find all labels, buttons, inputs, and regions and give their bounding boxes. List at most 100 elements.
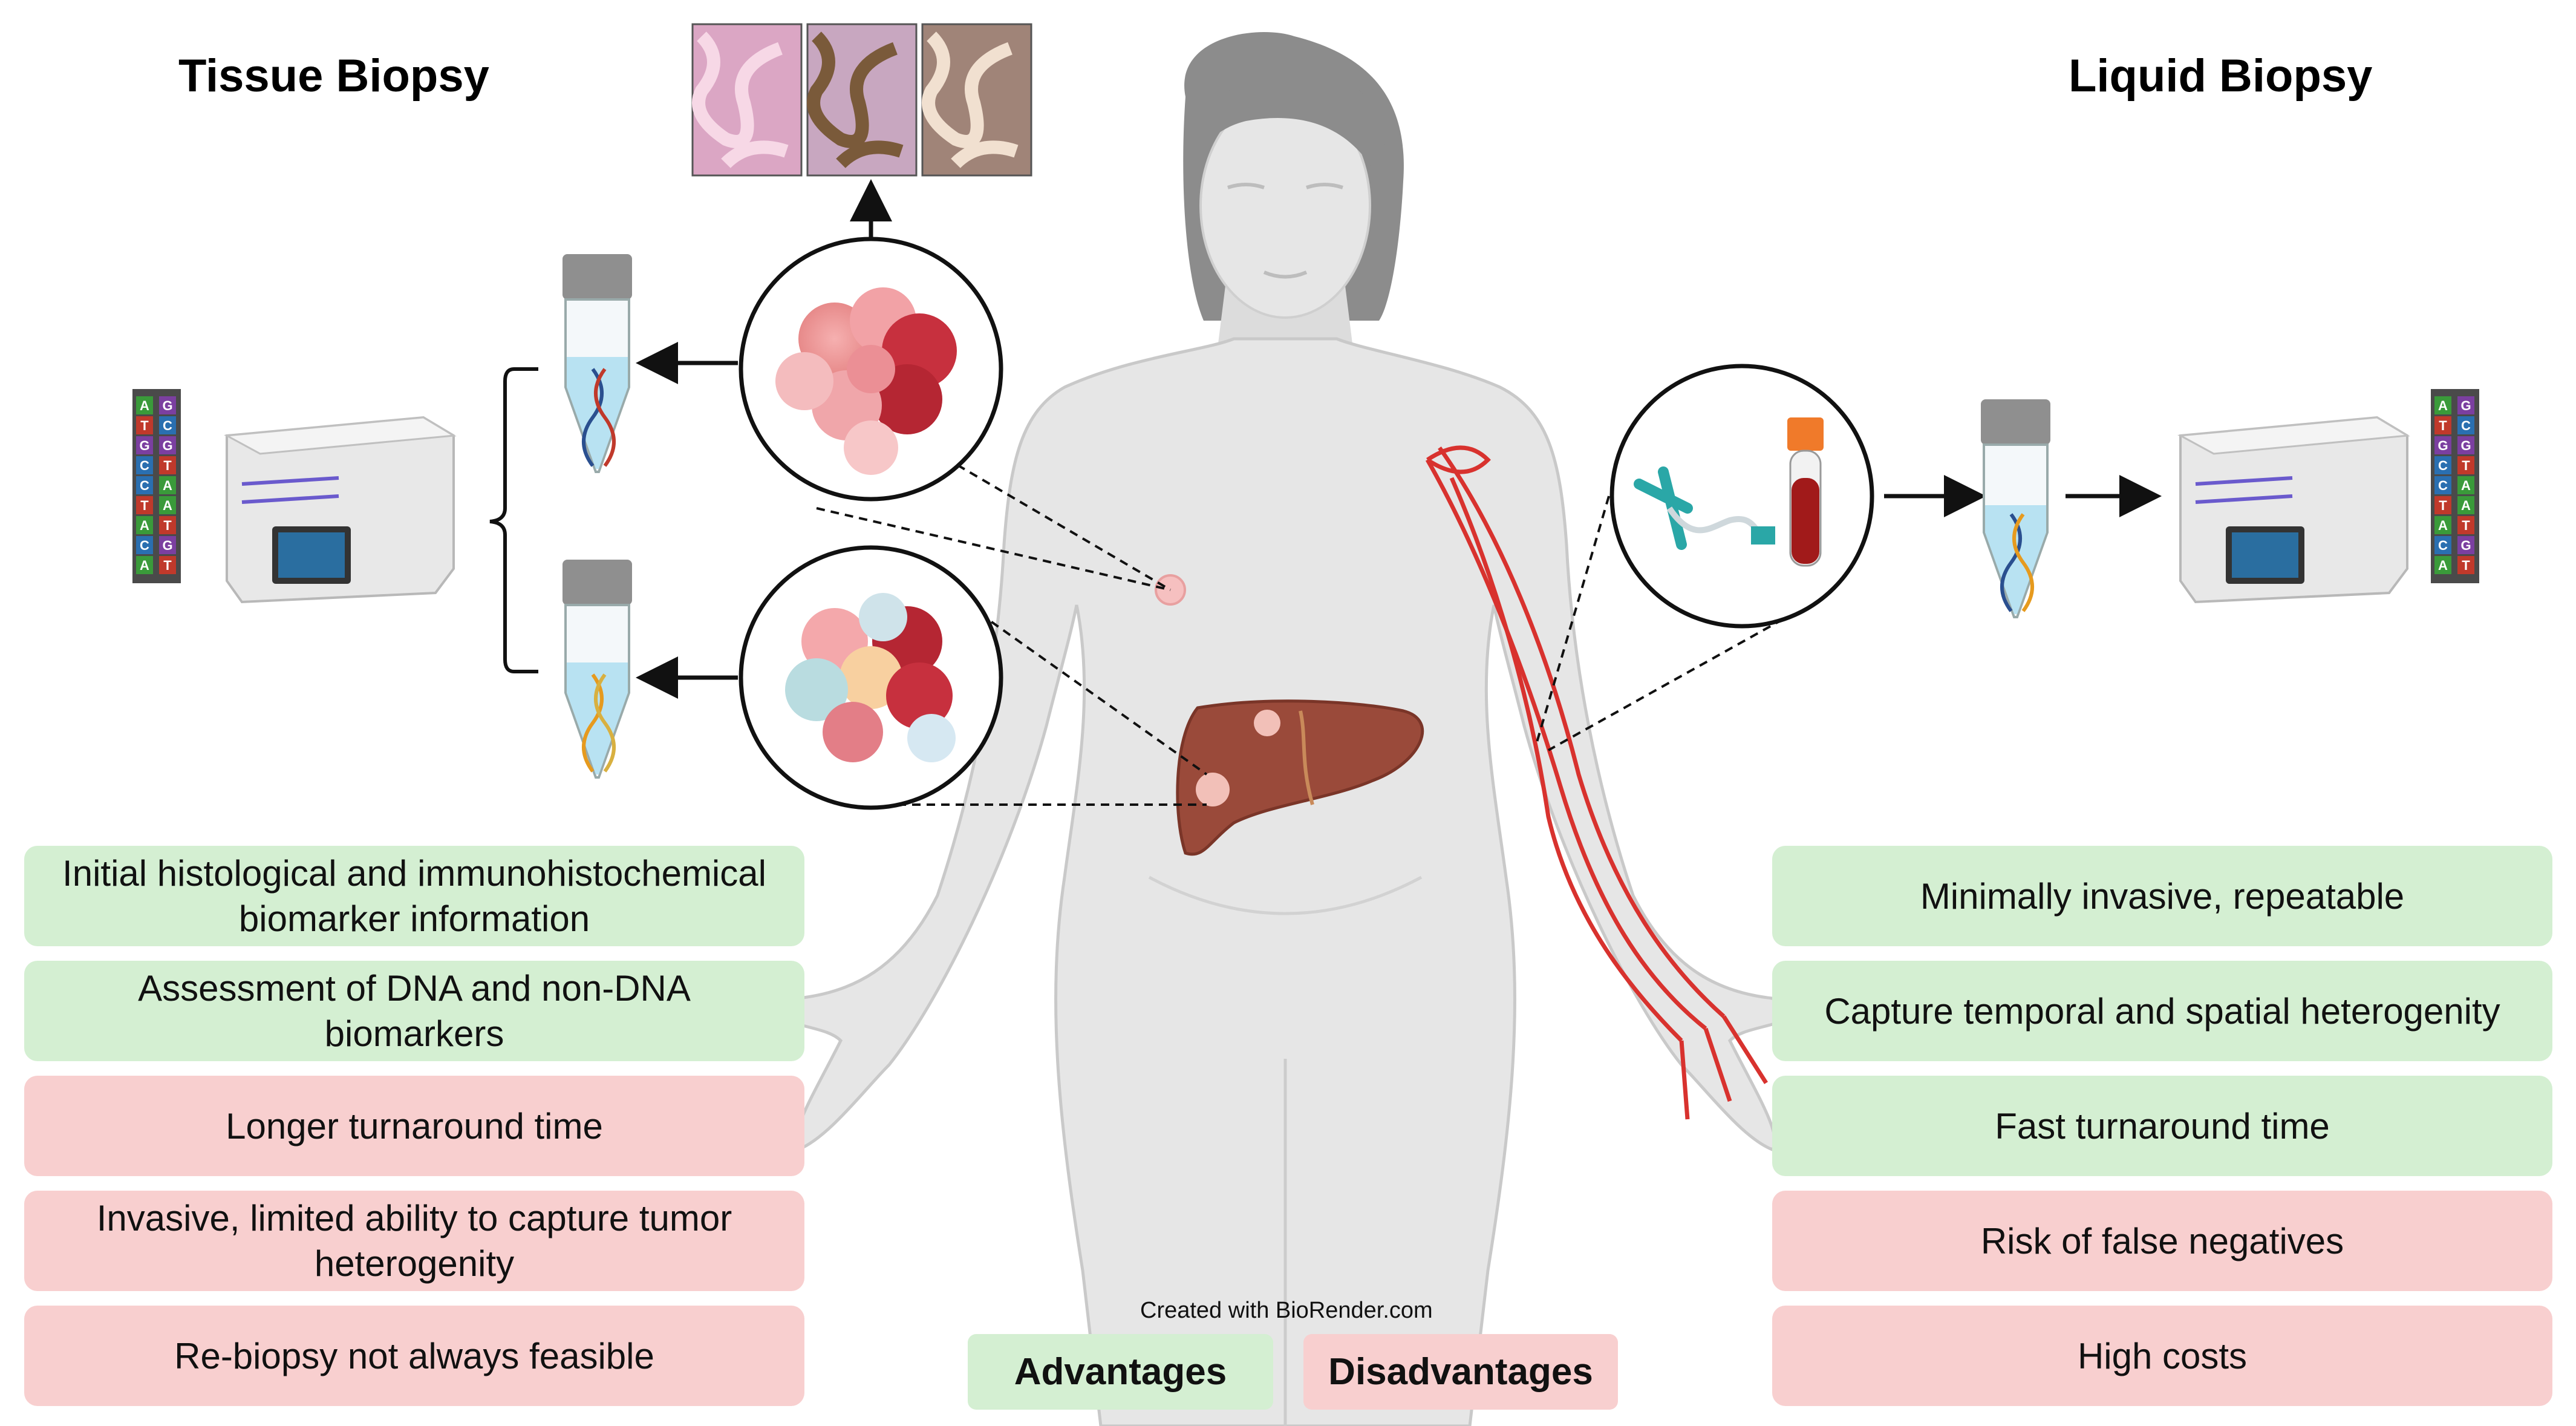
- blood-draw-circle: [1609, 364, 1874, 629]
- tissue-biopsy-title: Tissue Biopsy: [178, 50, 489, 102]
- dna-base-label: A: [2461, 478, 2471, 493]
- dna-base-label: C: [140, 458, 149, 473]
- dna-base-label: T: [2462, 458, 2470, 473]
- dna-base: [2457, 416, 2474, 434]
- dna-base: [2434, 436, 2451, 454]
- test-tube-icon: [1981, 399, 2050, 618]
- dna-base: [2457, 396, 2474, 414]
- legend-advantages: Advantages: [968, 1334, 1273, 1410]
- dna-base-label: T: [163, 558, 172, 573]
- dna-base: [159, 396, 176, 414]
- tumor-cluster-icon: [739, 545, 1003, 810]
- dna-base: [2457, 456, 2474, 474]
- dna-base-label: A: [140, 398, 149, 413]
- liquid-point-2: Capture temporal and spatial heterogenit…: [1772, 961, 2552, 1061]
- dna-base-label: A: [140, 518, 149, 533]
- dna-base: [2434, 556, 2451, 574]
- biorender-credit: Created with BioRender.com: [1140, 1298, 1433, 1323]
- sequencer-icon: [2177, 416, 2410, 604]
- dna-base-label: G: [162, 438, 172, 453]
- dna-base-label: T: [140, 498, 149, 513]
- dna-base: [159, 536, 176, 554]
- dna-base-label: T: [2439, 418, 2447, 433]
- dna-base-label: C: [2461, 418, 2471, 433]
- dna-base-label: G: [139, 438, 149, 453]
- dna-base-label: G: [162, 538, 172, 553]
- dna-base: [2457, 536, 2474, 554]
- dna-base-label: T: [2462, 518, 2470, 533]
- human-body-icon: [771, 32, 1800, 1426]
- bracket: [489, 367, 538, 673]
- dna-base: [136, 516, 153, 534]
- dna-base-label: A: [2461, 498, 2471, 513]
- tissue-point-4: Invasive, limited ability to capture tum…: [24, 1191, 804, 1291]
- dna-base: [2434, 416, 2451, 434]
- dna-base-label: C: [140, 538, 149, 553]
- dna-base-label: A: [140, 558, 149, 573]
- dna-base: [159, 556, 176, 574]
- dna-base: [159, 496, 176, 514]
- dna-base-label: T: [163, 518, 172, 533]
- dna-base-label: G: [2460, 438, 2471, 453]
- dna-base-label: C: [2438, 538, 2448, 553]
- dna-base-label: A: [163, 478, 172, 493]
- tissue-point-2: Assessment of DNA and non-DNA biomarkers: [24, 961, 804, 1061]
- dna-base: [136, 476, 153, 494]
- dna-base: [159, 516, 176, 534]
- liquid-point-3: Fast turnaround time: [1772, 1076, 2552, 1176]
- dna-base: [136, 396, 153, 414]
- dna-base: [2434, 536, 2451, 554]
- dna-base: [136, 536, 153, 554]
- liquid-point-5: High costs: [1772, 1306, 2552, 1406]
- dna-base: [159, 476, 176, 494]
- tissue-point-5: Re-biopsy not always feasible: [24, 1306, 804, 1406]
- dna-base: [159, 456, 176, 474]
- dna-base-label: A: [2438, 398, 2448, 413]
- dna-base-label: A: [163, 498, 172, 513]
- liquid-biopsy-title: Liquid Biopsy: [2069, 50, 2373, 102]
- dna-base: [2457, 476, 2474, 494]
- test-tube-icon: [562, 560, 632, 779]
- dna-base: [2434, 516, 2451, 534]
- dna-base-label: A: [2438, 558, 2448, 573]
- dna-base-label: T: [2462, 558, 2470, 573]
- dna-base: [136, 556, 153, 574]
- dna-base-label: C: [140, 478, 149, 493]
- dna-base: [2434, 396, 2451, 414]
- dna-base-label: G: [2437, 438, 2448, 453]
- dna-base: [2434, 456, 2451, 474]
- dna-base-label: T: [2439, 498, 2447, 513]
- dna-base-label: G: [162, 398, 172, 413]
- dna-base: [136, 456, 153, 474]
- dna-base: [159, 436, 176, 454]
- test-tube-icon: [562, 254, 632, 473]
- butterfly-needle-icon: [1634, 466, 1775, 550]
- dna-base: [2434, 476, 2451, 494]
- dna-base-label: G: [2460, 538, 2471, 553]
- liquid-point-1: Minimally invasive, repeatable: [1772, 846, 2552, 946]
- legend-disadvantages: Disadvantages: [1303, 1334, 1618, 1410]
- histology-slide-icon: [691, 23, 1032, 177]
- dna-base-label: T: [140, 418, 149, 433]
- sequencer-icon: [223, 416, 457, 604]
- dna-base: [136, 436, 153, 454]
- liver-icon: [1176, 699, 1424, 856]
- dna-base-label: A: [2438, 518, 2448, 533]
- dna-base: [2457, 556, 2474, 574]
- tumor-cluster-icon: [739, 237, 1003, 502]
- dna-base-label: G: [2460, 398, 2471, 413]
- dna-base-label: C: [2438, 478, 2448, 493]
- dna-base-label: C: [2438, 458, 2448, 473]
- liquid-point-4: Risk of false negatives: [1772, 1191, 2552, 1291]
- blood-tube-icon: [1787, 417, 1824, 567]
- tissue-point-1: Initial histological and immunohistochem…: [24, 846, 804, 946]
- dna-base: [2457, 436, 2474, 454]
- vessels-icon: [1425, 445, 1768, 1120]
- dna-base: [2457, 496, 2474, 514]
- dna-base: [159, 416, 176, 434]
- tissue-point-3: Longer turnaround time: [24, 1076, 804, 1176]
- dna-base-label: C: [163, 418, 172, 433]
